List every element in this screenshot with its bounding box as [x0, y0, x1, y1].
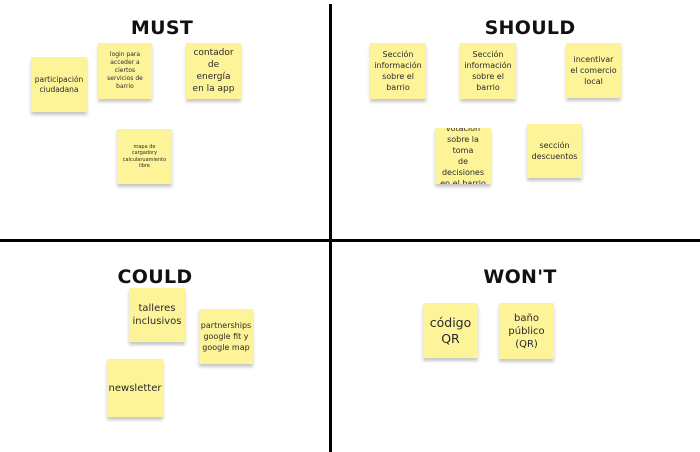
sticky-note-seccion-informacion-1[interactable]: Sección información sobre el barrio: [370, 43, 426, 99]
sticky-note-votacion-decisiones[interactable]: votación sobre la toma de decisiones en …: [435, 128, 491, 184]
sticky-note-participacion-ciudadana[interactable]: participación ciudadana: [31, 57, 87, 112]
sticky-note-seccion-informacion-2[interactable]: Sección información sobre el barrio: [460, 43, 516, 99]
sticky-note-login-servicios-barrio[interactable]: login para acceder a ciertos servicios d…: [98, 43, 152, 99]
wont-title: WON'T: [483, 266, 557, 288]
sticky-note-seccion-descuentos[interactable]: sección descuentos: [527, 124, 582, 178]
horizontal-divider: [0, 239, 700, 242]
sticky-note-contador-energia[interactable]: contador de energía en la app: [186, 43, 241, 99]
sticky-note-talleres-inclusivos[interactable]: talleres inclusivos: [129, 288, 185, 342]
vertical-divider: [329, 4, 332, 452]
sticky-note-mapa-cargador[interactable]: mapa de cargadory calcularuamiento libre: [117, 129, 172, 184]
sticky-note-bano-publico[interactable]: baño público (QR): [499, 303, 554, 359]
sticky-note-newsletter[interactable]: newsletter: [107, 359, 163, 417]
sticky-note-partnerships-google[interactable]: partnerships google fit y google map: [199, 309, 253, 364]
must-title: MUST: [130, 17, 194, 39]
sticky-note-codigo-qr[interactable]: código QR: [423, 303, 478, 358]
should-title: SHOULD: [484, 17, 576, 39]
sticky-note-incentivar-comercio[interactable]: incentivar el comercio local: [566, 43, 621, 98]
could-title: COULD: [117, 266, 193, 288]
